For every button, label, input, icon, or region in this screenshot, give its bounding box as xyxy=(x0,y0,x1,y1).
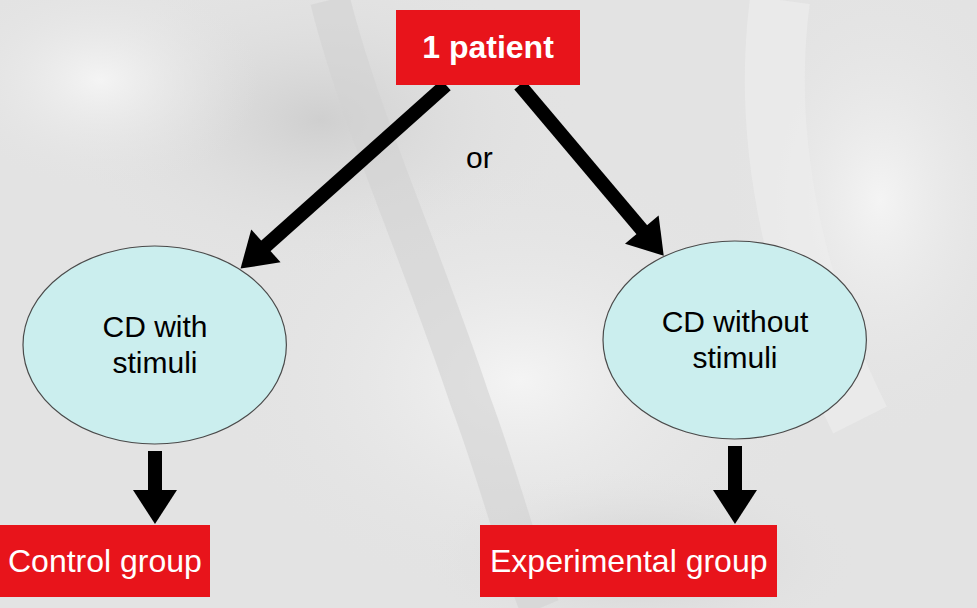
arrow-head xyxy=(625,215,664,255)
arrow-shaft xyxy=(263,85,446,249)
condition-ellipse: CD without stimuli xyxy=(602,240,867,440)
arrow-shaft xyxy=(728,446,742,494)
flow-arrow xyxy=(241,85,446,269)
group-box: Control group xyxy=(0,525,210,597)
arrow-shaft xyxy=(148,451,162,494)
flow-arrow xyxy=(520,85,664,256)
ellipse-outline xyxy=(22,245,287,445)
condition-text: CD without stimuli xyxy=(650,304,820,376)
flow-arrow xyxy=(133,451,177,524)
box-label: Experimental group xyxy=(490,543,767,580)
ellipse-outline xyxy=(602,240,867,440)
arrow-shaft xyxy=(520,85,645,233)
group-box: Experimental group xyxy=(480,525,777,597)
arrow-head xyxy=(133,490,177,524)
condition-text: CD with stimuli xyxy=(70,309,240,381)
box-label: 1 patient xyxy=(422,29,554,66)
start-box: 1 patient xyxy=(396,10,580,85)
arrow-head xyxy=(713,490,757,524)
box-label: Control group xyxy=(8,543,202,580)
flow-arrow xyxy=(713,446,757,524)
condition-ellipse: CD with stimuli xyxy=(22,245,287,445)
arrow-head xyxy=(241,230,281,269)
connector-word: or xyxy=(466,141,493,175)
